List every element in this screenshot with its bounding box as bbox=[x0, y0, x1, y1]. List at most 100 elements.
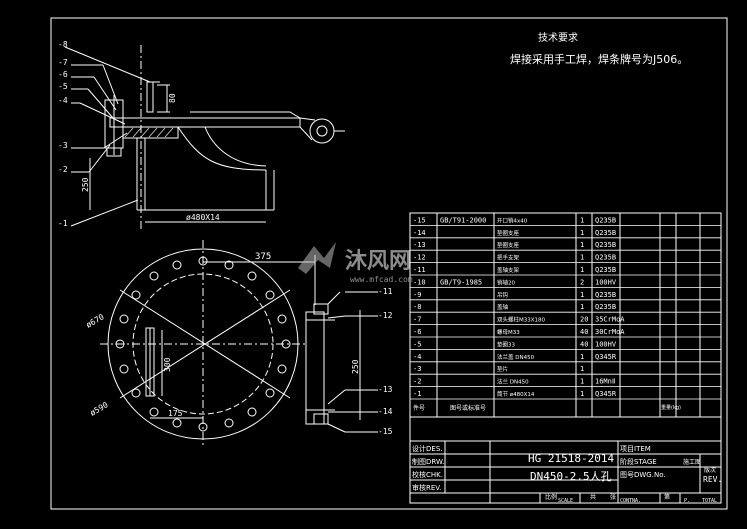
bom-cell-name: 法兰盖 DN450 bbox=[497, 353, 535, 361]
tb-item: 项目ITEM bbox=[620, 445, 651, 453]
tech-req-line: 焊接采用手工焊，焊条牌号为J506。 bbox=[510, 52, 688, 66]
watermark-logo-icon bbox=[298, 242, 336, 274]
tb-footer-6: P. bbox=[684, 498, 690, 504]
bom-header-std: 图号或标准号 bbox=[450, 404, 486, 412]
bom-cell-name: 垫圈支座 bbox=[497, 229, 520, 237]
tb-footer-4: CONTNA. bbox=[620, 498, 641, 504]
tb-footer-7: TOTAL bbox=[702, 498, 717, 504]
bom-cell-mat: 16MnⅡ bbox=[595, 378, 615, 386]
bom-cell-name: 开口销4x40 bbox=[497, 216, 528, 224]
bom-cell-name: 垫圈33 bbox=[497, 340, 515, 348]
tb-rev: 审核REV. bbox=[412, 483, 441, 492]
bom-cell-name: 吊钩 bbox=[497, 291, 509, 299]
dim-590: ø590 bbox=[89, 400, 110, 418]
bom-cell-qty: 1 bbox=[580, 390, 584, 398]
bom-cell-no: -11 bbox=[413, 266, 426, 274]
tb-stage: 阶段STAGE bbox=[620, 457, 657, 466]
callout-14: -14 bbox=[378, 407, 393, 416]
dim-250: 250 bbox=[351, 359, 360, 374]
dim-300: 300 bbox=[163, 357, 172, 372]
callout-6: -6 bbox=[58, 70, 68, 79]
bom-cell-std: GB/T91-2000 bbox=[440, 216, 486, 224]
bom-cell-no: -15 bbox=[413, 216, 426, 224]
tb-drw: 制图DRW. bbox=[412, 457, 444, 466]
bom-header-weight: 重量(kg) bbox=[661, 404, 681, 411]
bom-cell-no: -2 bbox=[413, 378, 421, 386]
tb-des: 设计DES. bbox=[412, 444, 442, 453]
callout-4: -4 bbox=[58, 96, 68, 105]
bom-cell-mat: Q235B bbox=[595, 254, 616, 262]
bom-cell-qty: 1 bbox=[580, 353, 584, 361]
bolt-holes bbox=[115, 256, 291, 432]
tb-footer-1: SCALE bbox=[558, 498, 573, 504]
bom-cell-no: -4 bbox=[413, 353, 421, 361]
bom-cell-name: 把手支架 bbox=[497, 254, 520, 262]
bom-cell-qty: 1 bbox=[580, 378, 584, 386]
bom-cell-name: 螺母M33 bbox=[497, 328, 520, 336]
callout-3: -3 bbox=[58, 141, 68, 150]
drawing-frame bbox=[50, 17, 728, 510]
callout-12: -12 bbox=[378, 311, 393, 320]
bom-cell-mat: 100HV bbox=[595, 278, 617, 286]
tb-footer-3: 张 bbox=[610, 493, 616, 501]
callout-8: -8 bbox=[58, 40, 68, 49]
bom-cell-mat: 30CrMoA bbox=[595, 328, 625, 336]
bom-cell-name: 双头螺柱M33X180 bbox=[497, 316, 546, 324]
tb-footer-5: 第 bbox=[664, 493, 670, 501]
bom-cell-mat: Q235B bbox=[595, 229, 616, 237]
bom-cell-no: -9 bbox=[413, 291, 421, 299]
callout-7: -7 bbox=[58, 58, 68, 67]
bom-cell-mat: 100HV bbox=[595, 340, 617, 348]
bom-cell-no: -6 bbox=[413, 328, 421, 336]
callout-2: -2 bbox=[58, 165, 68, 174]
callout-1: -1 bbox=[58, 219, 68, 228]
bom-cell-mat: Q235B bbox=[595, 266, 616, 274]
bom-cell-qty: 1 bbox=[580, 254, 584, 262]
bom-cell-qty: 1 bbox=[580, 216, 584, 224]
bom-cell-no: -14 bbox=[413, 229, 426, 237]
bom-cell-name: 筒节 ø480X14 bbox=[497, 390, 535, 398]
bom-cell-no: -3 bbox=[413, 365, 421, 373]
bom-cell-mat: Q235B bbox=[595, 303, 616, 311]
bom-cell-qty: 40 bbox=[580, 328, 588, 336]
bom-cell-no: -7 bbox=[413, 316, 421, 324]
tb-chk: 校核CHK. bbox=[412, 470, 443, 479]
tech-req-title: 技术要求 bbox=[538, 31, 578, 44]
dim-175: 175 bbox=[168, 409, 183, 418]
callout-5: -5 bbox=[58, 82, 68, 91]
bom-cell-std: GB/T9-1985 bbox=[440, 278, 482, 286]
bom-cell-qty: 1 bbox=[580, 303, 584, 311]
bom-cell-name: 垫片 bbox=[497, 365, 508, 373]
dim-neck: ø480X14 bbox=[186, 213, 220, 222]
bom-cell-qty: 1 bbox=[580, 241, 584, 249]
callout-15: -15 bbox=[378, 427, 393, 436]
bom-cell-qty: 1 bbox=[580, 266, 584, 274]
bom-cell-mat: Q345R bbox=[595, 390, 617, 398]
bom-cell-name: 垫圈支座 bbox=[497, 241, 520, 249]
bom-cell-mat: Q345R bbox=[595, 353, 617, 361]
dim-handle: 80 bbox=[168, 93, 177, 103]
bom-header-no: 件号 bbox=[413, 404, 425, 412]
front-view bbox=[64, 45, 345, 230]
bom-cell-no: -5 bbox=[413, 340, 421, 348]
bom-cell-no: -10 bbox=[413, 278, 426, 286]
tb-rev-cn: 版次 bbox=[704, 466, 716, 474]
bom-cell-mat: Q235B bbox=[595, 241, 616, 249]
bom-cell-name: 盖轴 bbox=[497, 303, 509, 311]
bom-cell-qty: 1 bbox=[580, 229, 584, 237]
bom-cell-no: -13 bbox=[413, 241, 426, 249]
tb-footer-2: 共 bbox=[590, 493, 596, 501]
tb-std-code: HG 21518-2014 bbox=[528, 452, 614, 465]
bom-cell-no: -8 bbox=[413, 303, 421, 311]
bom-cell-qty: 40 bbox=[580, 340, 588, 348]
dim-670: ø670 bbox=[85, 312, 106, 330]
plan-view bbox=[100, 240, 361, 448]
bom-cell-mat: Q235B bbox=[595, 216, 616, 224]
callout-13: -13 bbox=[378, 385, 393, 394]
watermark-text: 沐风网 bbox=[345, 249, 411, 274]
tb-rev-label: REV. bbox=[703, 475, 722, 484]
bom-cell-no: -12 bbox=[413, 254, 426, 262]
bom-cell-qty: 1 bbox=[580, 365, 584, 373]
